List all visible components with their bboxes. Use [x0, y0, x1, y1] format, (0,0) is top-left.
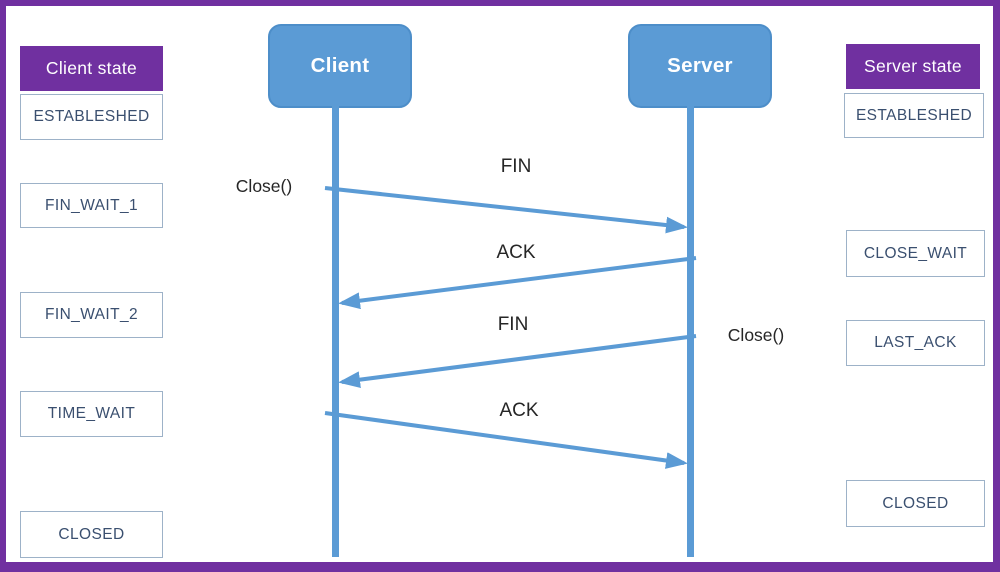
server-state-header: Server state — [846, 44, 980, 89]
message-label-fin-2: FIN — [497, 314, 529, 335]
server-state-estableshed: ESTABLESHED — [844, 93, 984, 138]
state-label: CLOSE_WAIT — [863, 244, 968, 262]
message-arrow-fin-client-to-server — [324, 186, 688, 234]
server-state-close-wait: CLOSE_WAIT — [846, 230, 985, 277]
client-state-header: Client state — [20, 46, 163, 91]
server-state-header-label: Server state — [864, 56, 962, 76]
message-arrow-ack-server-to-client — [338, 256, 697, 310]
state-label: CLOSED — [58, 525, 125, 543]
client-actor-label: Client — [310, 54, 370, 77]
state-label: TIME_WAIT — [47, 405, 136, 422]
client-state-closed: CLOSED — [20, 511, 163, 558]
close-annotation-client: Close() — [235, 176, 293, 196]
close-annotation-server: Close() — [727, 325, 785, 345]
state-label: FIN_WAIT_1 — [45, 196, 138, 214]
state-label: LAST_ACK — [874, 334, 957, 351]
server-state-closed: CLOSED — [846, 480, 985, 527]
message-label-fin-1: FIN — [500, 156, 532, 177]
client-state-fin-wait-1: FIN_WAIT_1 — [20, 183, 163, 228]
state-label: FIN_WAIT_2 — [45, 306, 138, 323]
message-arrow-fin-server-to-client — [338, 334, 697, 389]
message-label-ack-1: ACK — [496, 242, 536, 263]
state-label: ESTABLESHED — [855, 106, 973, 124]
client-state-header-label: Client state — [45, 58, 138, 78]
state-label: ESTABLESHED — [33, 108, 150, 125]
server-actor-box: Server — [628, 24, 772, 108]
client-state-fin-wait-2: FIN_WAIT_2 — [20, 292, 163, 338]
client-state-estableshed: ESTABLESHED — [20, 94, 163, 140]
client-actor-box: Client — [268, 24, 412, 108]
server-state-last-ack: LAST_ACK — [846, 320, 985, 366]
client-state-time-wait: TIME_WAIT — [20, 391, 163, 437]
message-label-ack-2: ACK — [499, 400, 539, 421]
state-label: CLOSED — [882, 494, 949, 512]
server-actor-label: Server — [667, 54, 733, 77]
